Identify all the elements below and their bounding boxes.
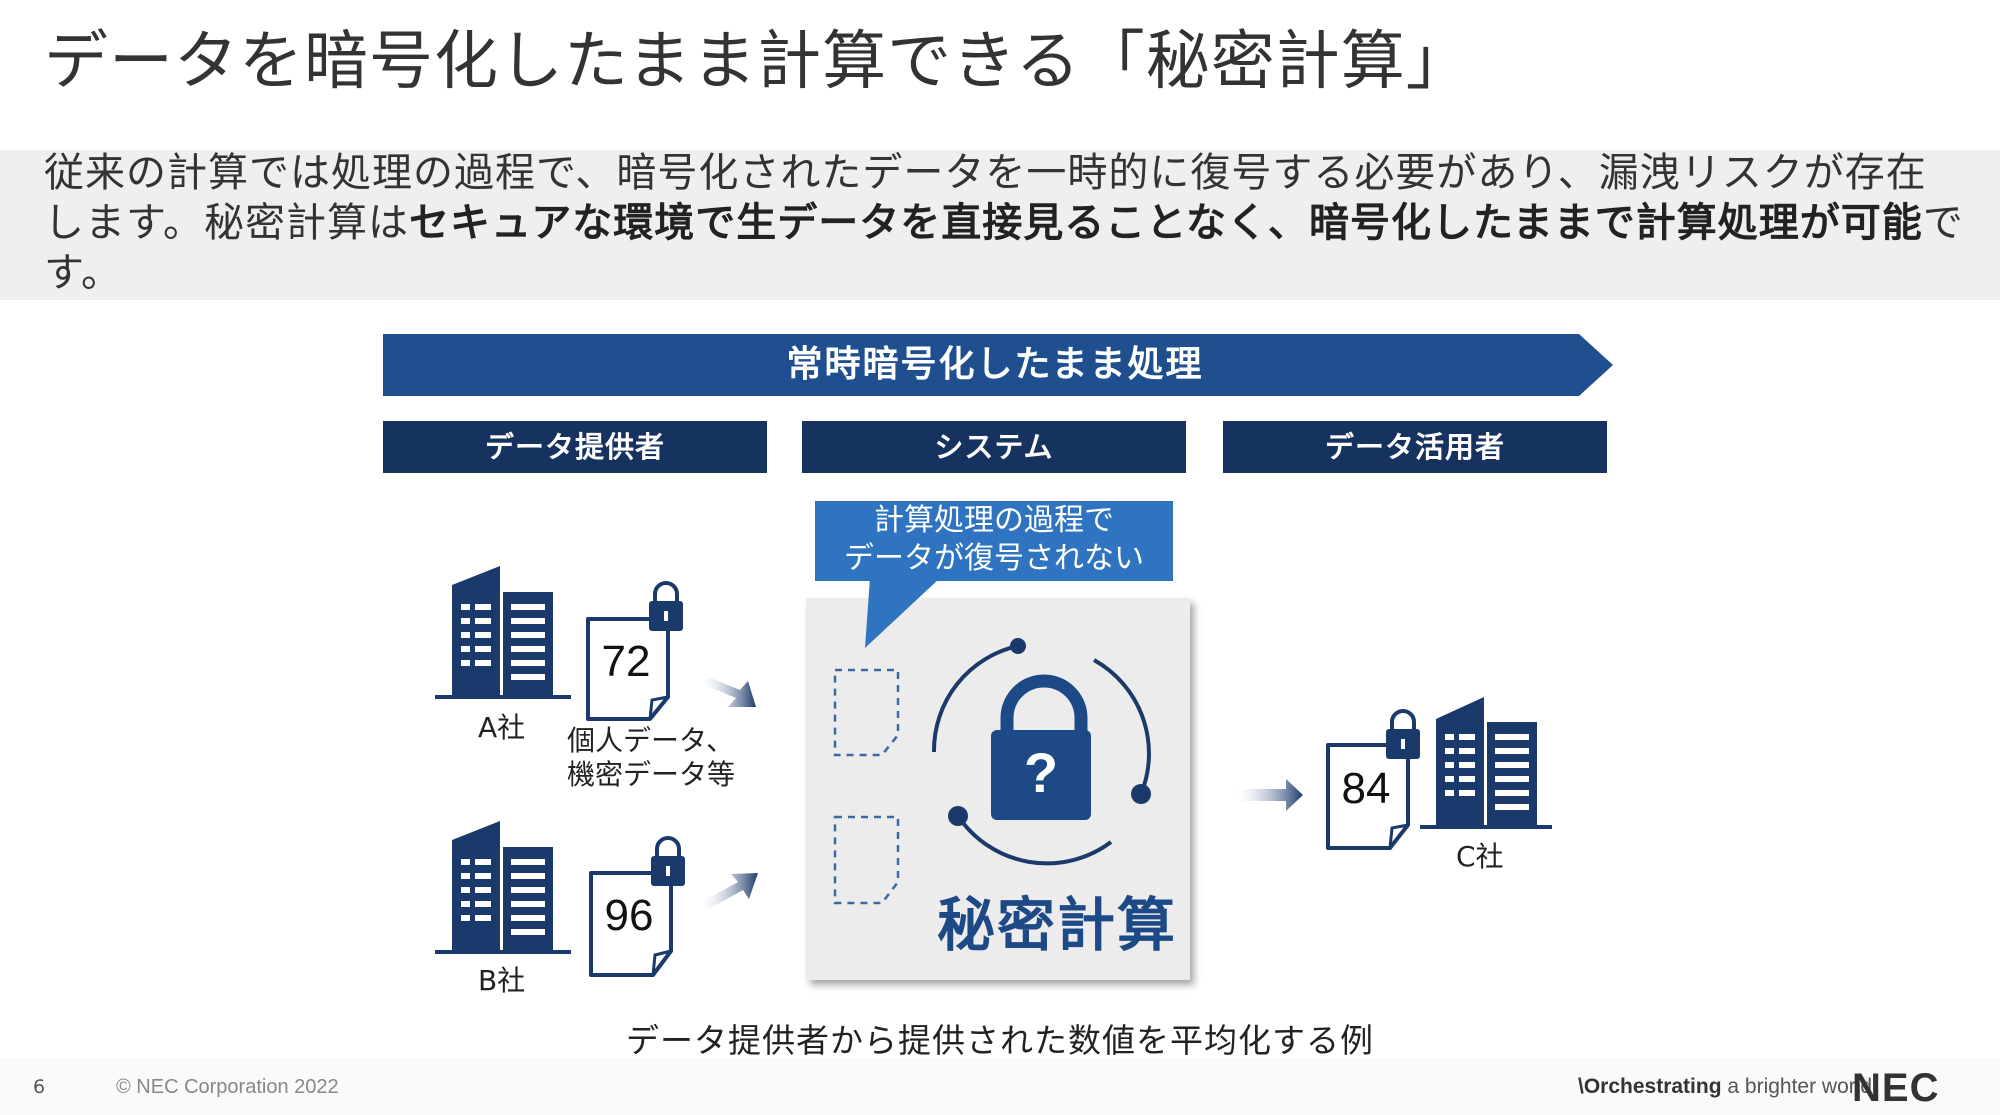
encrypted-document-icon-b [589,836,685,977]
lock-question-mark: ? [1023,741,1059,804]
summary-plain-2: です。 [44,200,1964,296]
data-note: 個人データ、 機密データ等 [567,724,735,792]
encrypted-document-icon-a [586,581,683,721]
data-note-line-1: 個人データ、 [567,724,735,757]
callout-line-1: 計算処理の過程で [874,503,1114,538]
building-icon-c [1420,697,1552,829]
page-title: データを暗号化したまま計算できる「秘密計算」 [44,25,1471,99]
hidden-data-placeholder-2 [833,815,900,905]
arrow-icon-a-to-system [702,676,756,707]
page-number: 6 [33,1076,46,1098]
data-note-line-2: 機密データ等 [567,758,736,791]
column-data-provider: データ提供者 [383,421,767,473]
summary-bold: セキュアな環境で生データを直接見ることなく、暗号化したままで計算処理が可能 [409,200,1923,246]
column-data-user: データ活用者 [1223,421,1607,473]
encrypted-flow-arrow [383,334,1613,396]
column-system: システム [802,421,1186,473]
value-c: 84 [1341,764,1391,813]
banner-label: 常時暗号化したまま処理 [786,344,1204,385]
encrypted-document-icon-c [1326,709,1420,850]
hidden-data-placeholder-1 [833,668,900,757]
tagline-rest: a brighter world [1721,1075,1873,1098]
value-b: 96 [604,891,654,940]
secure-computation-label: 秘密計算 [936,891,1177,959]
callout-line-2: データが復号されない [844,541,1144,576]
company-c-label: C社 [1456,840,1504,873]
value-a: 72 [601,637,651,686]
tagline: \Orchestrating a brighter world [1578,1075,1872,1099]
copyright: © NEC Corporation 2022 [116,1076,339,1098]
summary-text: 従来の計算では処理の過程で、暗号化されたデータを一時的に復号する必要があり、漏洩… [44,148,1964,298]
summary-plain-1: 従来の計算では処理の過程で、暗号化されたデータを一時的に復号する必要があり、漏洩… [44,150,1927,246]
tagline-strong: \Orchestrating [1578,1075,1722,1098]
cycle-icon [931,644,1151,866]
building-icon-b [435,821,571,954]
padlock-icon [991,674,1091,820]
arrow-icon-system-to-c [1237,779,1303,811]
arrow-icon-b-to-system [702,873,758,910]
company-a-label: A社 [478,711,526,744]
diagram-caption: データ提供者から提供された数値を平均化する例 [626,1021,1374,1060]
summary-band [0,150,2000,300]
callout-tail [865,578,940,648]
building-icon-a [435,566,571,699]
nec-logo: NEC [1852,1066,1940,1110]
company-b-label: B社 [478,964,526,997]
callout-bubble: 計算処理の過程で データが復号されない [815,501,1173,581]
footer [0,1058,2000,1115]
